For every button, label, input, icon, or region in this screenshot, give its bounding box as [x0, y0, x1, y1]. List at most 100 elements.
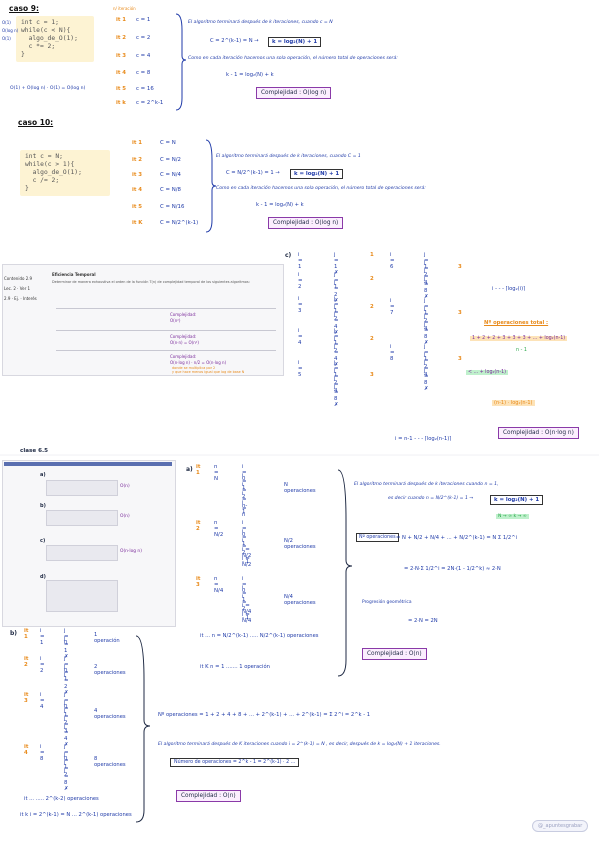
case10-iter-3-label: it 3 — [132, 172, 143, 178]
casec-col2-i: i = 7 — [390, 298, 395, 316]
casea-eq-3: = 2·N = 2N — [408, 618, 438, 624]
casec-col1-j: j = 2 — [334, 368, 339, 386]
case9-brace — [175, 13, 187, 111]
casea-row-i: i = 2 — [242, 538, 247, 556]
watermark: @_apuntesgrabar — [532, 820, 589, 832]
case9-iter-1-label: it 1 — [116, 17, 127, 23]
casec-col2-j: j = 2 — [424, 260, 429, 278]
casea-brace — [337, 469, 353, 677]
caseb-row-j: j = 4 ✗ — [64, 724, 69, 748]
casec-ops-result: (n-1) · log₂(n-1) — [492, 400, 535, 406]
caseb-row-j: j = 0 — [64, 744, 69, 762]
case10-iter-2-label: it 2 — [132, 157, 143, 163]
case10-iter-6-label: it K — [132, 220, 143, 226]
case9-iter-5-label: it 5 — [116, 86, 127, 92]
caseb-box: Número de operaciones = 2^k - 1 = 2^(k-1… — [170, 758, 300, 767]
slide1-heading: Eficiencia Temporal — [52, 272, 96, 277]
casec-col2-ops: 3 — [458, 356, 462, 362]
caseb-row-j: j = 2 — [64, 760, 69, 778]
casec-col1-j: j = 1 ✗ — [334, 252, 339, 276]
case10-title: caso 10: — [18, 118, 54, 127]
casec-ops-formula: 1 + 2 + 2 + 3 + 3 + 3 + ... + log₂(n-1) — [470, 336, 568, 341]
casea-progression: Progresión geométrica — [362, 600, 412, 605]
case9-code-block: int c = 1; while(c < N){ algo_de_O(1); c… — [16, 16, 94, 62]
casec-i-log: i - - - ⌈log₂(i)⌉ — [492, 286, 526, 292]
clase65-value-c: O(n·log n) — [120, 549, 142, 554]
casec-col2-i: i = 8 — [390, 344, 395, 362]
case9-title: caso 9: — [9, 4, 39, 13]
casec-col1-j: j = 2 — [334, 304, 339, 322]
casea-row-i: i = n-1 — [242, 491, 248, 515]
case9-formula-2: k - 1 = log₂(N) + k — [226, 72, 274, 78]
case9-iter-6-label: it k — [116, 100, 126, 106]
caseb-dots-row: it ... ..... 2^(k-2) operaciones — [24, 796, 99, 802]
casea-row-it: it 3 — [196, 576, 201, 588]
case10-iter-5-value: C = N/16 — [160, 204, 185, 210]
casec-col1-j: j = 1 — [334, 296, 339, 314]
casec-col2-j: j = 4 — [424, 360, 429, 378]
casea-row-i: i = N/4 — [242, 612, 252, 624]
case9-bottom-note: O(1) + O(log n) · O(1) = O(log n) — [10, 86, 86, 91]
case10-text-1: El algoritmo terminará después de k iter… — [216, 154, 361, 159]
casec-col2-ops: 3 — [458, 264, 462, 270]
casec-col1-j: j = 4 ✗ — [334, 344, 339, 368]
case10-iter-5-label: it 5 — [132, 204, 143, 210]
clase65-label-a: a) — [40, 472, 46, 478]
casec-col1-i: i = 4 — [298, 328, 303, 346]
caseb-row-it: it 4 — [24, 744, 29, 756]
casec-col2-j: j = 1 — [424, 344, 429, 362]
case9-iter-6-value: c = 2^k-1 — [136, 100, 164, 106]
case10-formula: C = N/2^(k-1) = 1 → — [226, 170, 280, 176]
caseb-row-ops: 1 operación — [94, 632, 120, 644]
casec-col1-i: i = 1 — [298, 252, 303, 270]
casea-row-i: i = 1 — [242, 529, 247, 547]
casea-letter: a) — [186, 466, 193, 473]
casea-row-i: i = n — [242, 500, 247, 518]
casea-row-i: i = 1 — [242, 473, 247, 491]
slide1-row-2-label: Complejidad: — [170, 334, 197, 339]
casea-row-i: i = 0 — [242, 520, 247, 538]
caseb-row-i: i = 1 — [40, 628, 45, 646]
case10-iter-3-value: C = N/4 — [160, 172, 181, 178]
casec-col2-j: j = 1 — [424, 298, 429, 316]
clase65-label-b: b) — [40, 503, 46, 509]
caseb-row-j: j = 0 — [64, 692, 69, 710]
clase65-label-d: d) — [40, 574, 46, 580]
casec-col2-i: i = 6 — [390, 252, 395, 270]
clase65-code-c — [46, 545, 118, 561]
slide1-panel — [2, 264, 284, 376]
casec-last-row: i = n-1 - - - ⌈log₂(n-1)⌉ — [395, 436, 452, 442]
case9-side-label-3: O(1) — [2, 36, 11, 41]
slide1-divider-1 — [56, 308, 276, 309]
casea-row-n: n = N — [214, 464, 219, 482]
clase65-label-c: c) — [40, 538, 46, 544]
case10-formula-2: k - 1 = log₂(N) + k — [256, 202, 304, 208]
casec-col2-j: j = 4 — [424, 314, 429, 332]
caseb-row-j: j = 1 ✗ — [64, 636, 69, 660]
casea-limit-text: N → ∞ k → ∞ — [496, 514, 529, 519]
casea-text-1b: es decir cuando n = N/2^(k-1) = 1 → — [388, 496, 474, 501]
casec-col1-ops: 2 — [370, 304, 374, 310]
caseb-row-i: i = 2 — [40, 656, 45, 674]
slide1-sidebar-item-2: Lec. 2 · Ver 1 — [4, 286, 31, 291]
casec-col1-j: j = 4 — [334, 376, 339, 394]
caseb-row-it: it 1 — [24, 628, 29, 640]
case10-iter-6-value: C = N/2^(k-1) — [160, 220, 199, 226]
slide1-row-2-value: O(n·n) = O(n²) — [170, 340, 199, 345]
casec-ops-nm1: n - 1 — [516, 348, 527, 353]
casea-formula-box: k = log₂(N) + 1 — [490, 495, 544, 505]
case9-formula: C = 2^(k-1) = N → — [210, 38, 259, 44]
casec-col2-j: j = 2 — [424, 352, 429, 370]
slide1-row-3-label: Complejidad: — [170, 354, 197, 359]
casea-limit: N → ∞ k → ∞ — [496, 514, 529, 519]
casec-col1-ops: 1 — [370, 252, 374, 258]
caseb-row-j: j = 1 — [64, 752, 69, 770]
casea-eq-2: = 2·N·Σ 1/2^i = 2N·(1 - 1/2^k) ≈ 2·N — [404, 566, 501, 572]
casea-row-it: it 2 — [196, 520, 201, 532]
casec-col1-ops: 2 — [370, 336, 374, 342]
casec-col1-j: j = 1 — [334, 272, 339, 290]
caseb-row-j: j = 0 — [64, 656, 69, 674]
casea-result-box: Complejidad : O(n) — [362, 648, 427, 660]
casec-col2-j: j = 8 ✗ — [424, 322, 429, 346]
casec-col2-j: j = 4 — [424, 268, 429, 286]
